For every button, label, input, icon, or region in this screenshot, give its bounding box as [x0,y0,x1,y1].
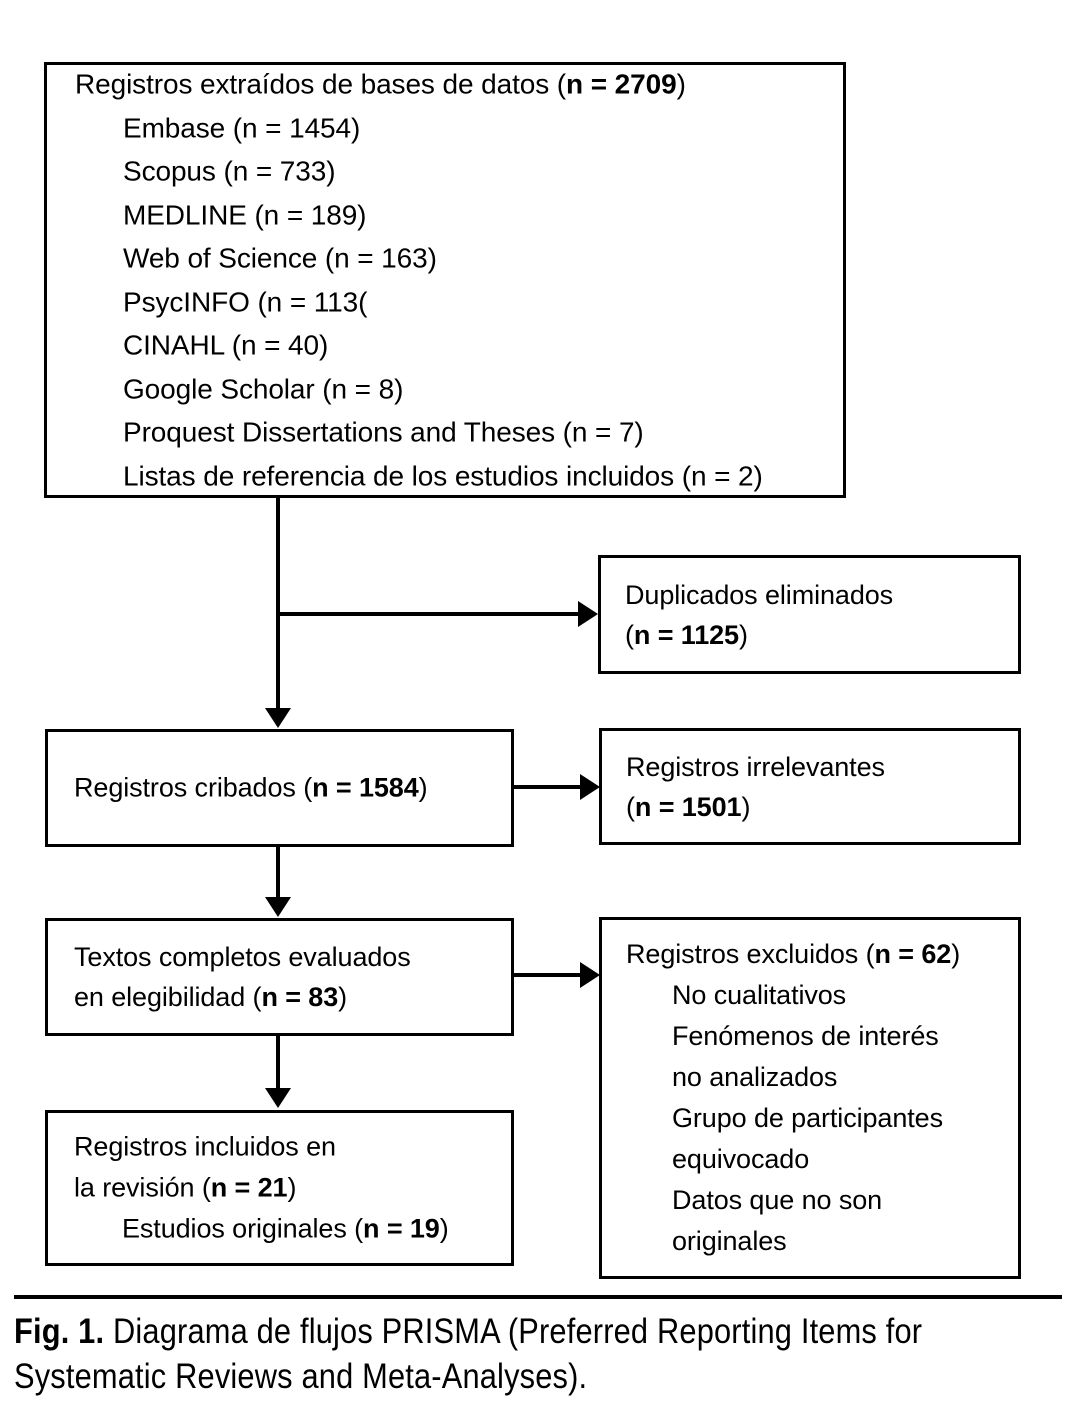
connector-eligibility-to-included-line [276,1036,280,1090]
records-irrelevant-open-paren: ( [626,791,635,822]
records-included-label-line2: la revisión (n = 21) [74,1168,511,1209]
records-excluded-box: Registros excluidos (n = 62) No cualitat… [599,917,1021,1279]
source-item: PsycINFO (n = 113( [123,286,368,317]
identification-header-close: ) [676,68,686,100]
duplicates-removed-label: Duplicados eliminados [625,579,894,610]
figure-caption-label: Fig. 1. [14,1312,105,1351]
source-item: Scopus (n = 733) [123,155,336,187]
records-excluded-close-paren: ) [951,939,961,969]
full-text-assessed-box: Textos completos evaluados en elegibilid… [45,918,514,1036]
exclusion-reason: equivocado [672,1144,810,1174]
records-irrelevant-count: n = 1501 [634,791,742,822]
records-screened-box: Registros cribados (n = 1584) [45,729,514,847]
identification-box: Registros extraídos de bases de datos (n… [44,62,846,498]
records-screened-content: Registros cribados (n = 1584) [48,768,511,809]
connector-eligibility-to-excluded-arrowhead [580,962,600,988]
source-item: CINAHL (n = 40) [123,329,329,361]
source-item: MEDLINE (n = 189) [123,199,367,230]
duplicates-removed-box: Duplicados eliminados (n = 1125) [598,555,1021,674]
full-text-assessed-text: en elegibilidad ( [74,982,262,1012]
records-screened-text: Registros cribados ( [74,772,313,803]
connector-sources-to-duplicates-arrowhead [578,601,598,627]
connector-screened-to-irrelevant-arrowhead [580,774,600,800]
connector-sources-to-screened-line [276,498,280,710]
full-text-assessed-label-line2: en elegibilidad (n = 83) [74,977,511,1017]
duplicates-removed-content: Duplicados eliminados (n = 1125) [601,575,1018,655]
connector-screened-to-eligibility-arrowhead [265,897,291,917]
full-text-assessed-label-line1: Textos completos evaluados [74,942,411,972]
records-excluded-count: n = 62 [874,939,952,969]
identification-header-text: Registros extraídos de bases de datos ( [75,68,567,100]
records-included-original-studies: Estudios originales (n = 19) [74,1209,511,1250]
records-included-label-line1: Registros incluidos en [74,1131,336,1162]
records-included-count: n = 21 [210,1172,288,1203]
full-text-assessed-close-paren: ) [338,982,348,1012]
original-studies-close-paren: ) [439,1213,449,1244]
exclusion-reason: No cualitativos [672,980,847,1010]
duplicates-open-paren: ( [625,619,634,650]
full-text-assessed-count: n = 83 [261,982,339,1012]
connector-eligibility-to-excluded-line [514,973,584,977]
identification-header: Registros extraídos de bases de datos (n… [75,63,843,107]
figure-caption-text: Diagrama de flujos PRISMA (Preferred Rep… [14,1312,923,1396]
connector-screened-to-eligibility-line [276,847,280,899]
original-studies-count: n = 19 [363,1213,440,1244]
records-included-content: Registros incluidos en la revisión (n = … [48,1127,511,1250]
records-included-close-paren: ) [287,1172,297,1203]
source-item: Google Scholar (n = 8) [123,373,404,404]
records-screened-close-paren: ) [418,772,428,803]
identification-box-content: Registros extraídos de bases de datos (n… [47,63,843,498]
records-excluded-header: Registros excluidos (n = 62) [626,934,1018,975]
records-excluded-content: Registros excluidos (n = 62) No cualitat… [602,934,1018,1262]
records-excluded-header-text: Registros excluidos ( [626,939,875,969]
connector-eligibility-to-included-arrowhead [265,1088,291,1108]
exclusion-reason: Grupo de participantes [672,1103,943,1133]
records-irrelevant-label: Registros irrelevantes [626,751,885,782]
exclusion-reason: originales [672,1226,787,1256]
records-screened-label: Registros cribados (n = 1584) [74,768,511,809]
records-irrelevant-count-line: (n = 1501) [626,787,1018,827]
exclusion-reason: no analizados [672,1062,838,1092]
records-included-text: la revisión ( [74,1172,211,1203]
source-item: Proquest Dissertations and Theses (n = 7… [123,416,644,448]
connector-screened-to-irrelevant-line [514,785,584,789]
records-irrelevant-close-paren: ) [741,791,751,822]
source-item: Embase (n = 1454) [123,112,361,143]
source-item: Listas de referencia de los estudios inc… [123,460,763,491]
records-irrelevant-content: Registros irrelevantes (n = 1501) [602,747,1018,827]
exclusion-reason: Fenómenos de interés [672,1021,939,1051]
connector-sources-to-duplicates-line [276,612,582,616]
exclusion-reason: Datos que no son [672,1185,883,1215]
figure-caption: Fig. 1. Diagrama de flujos PRISMA (Prefe… [14,1309,938,1399]
records-irrelevant-box: Registros irrelevantes (n = 1501) [599,728,1021,845]
caption-divider-rule [14,1295,1062,1299]
identification-header-count: n = 2709 [566,68,677,100]
records-screened-count: n = 1584 [312,772,419,803]
connector-sources-to-screened-arrowhead [265,708,291,728]
records-included-box: Registros incluidos en la revisión (n = … [45,1110,514,1266]
duplicates-removed-count-line: (n = 1125) [625,615,1018,655]
source-item: Web of Science (n = 163) [123,242,437,274]
full-text-assessed-content: Textos completos evaluados en elegibilid… [48,937,511,1017]
duplicates-count: n = 1125 [633,619,739,650]
duplicates-close-paren: ) [738,619,748,650]
original-studies-text: Estudios originales ( [122,1213,364,1244]
